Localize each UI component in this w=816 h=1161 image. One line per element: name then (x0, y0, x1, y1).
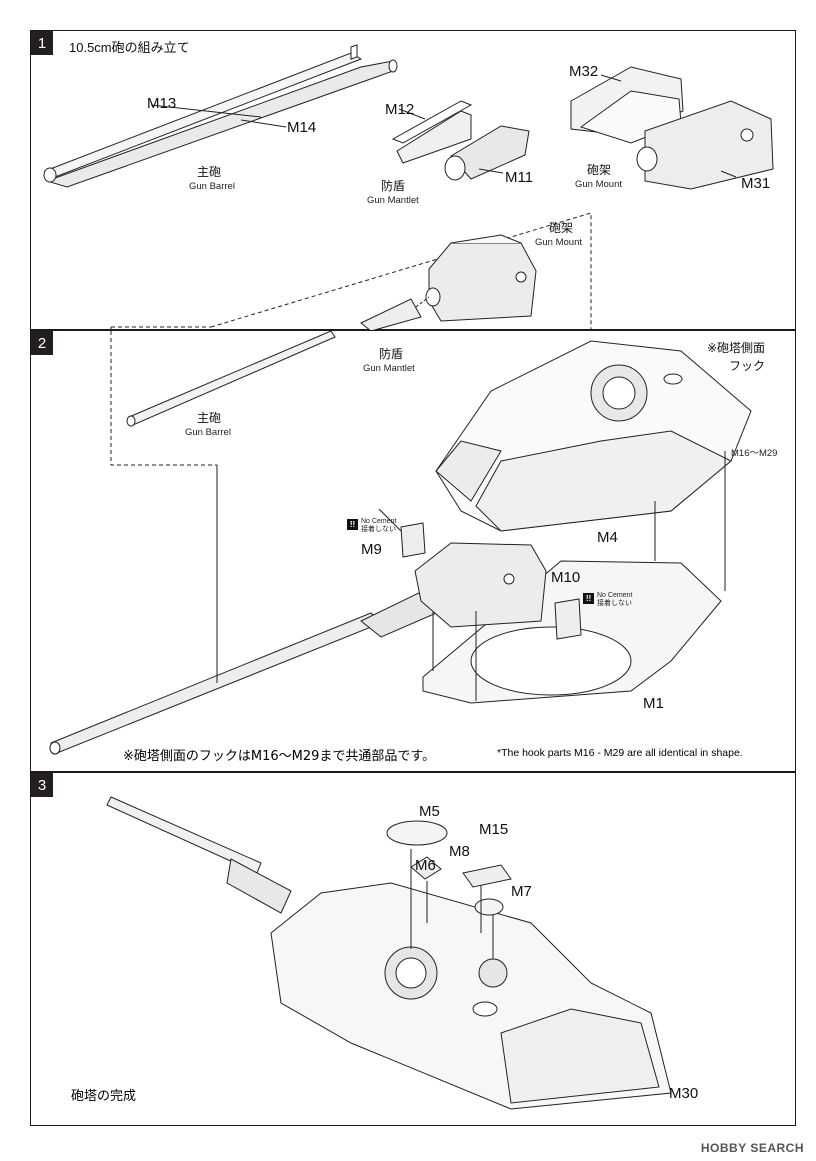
step-1-panel: 1 10.5cm砲の組み立て (30, 30, 796, 331)
part-label-m4: M4 (597, 529, 618, 546)
part-label-m16-m29: M16～M29 (731, 448, 778, 459)
part-label-m14: M14 (287, 119, 317, 136)
no-cement-icon-m9: !! (347, 519, 358, 530)
part-label-m31: M31 (741, 175, 771, 192)
step-3-panel: 3 M5 M15 M8 M6 M7 M30 砲塔の完成 (30, 772, 796, 1126)
mount-label-jp-2: 砲架 (549, 221, 574, 235)
no-cement-jp: 接着しない (597, 600, 632, 607)
hook-note-en: *The hook parts M16 - M29 are all identi… (497, 747, 743, 759)
part-label-m1: M1 (643, 695, 664, 712)
part-label-m10: M10 (551, 569, 581, 586)
gun-barrel-label-en: Gun Barrel (185, 427, 231, 438)
step-number: 3 (31, 773, 53, 797)
part-label-m7: M7 (511, 883, 532, 900)
hook-note-jp: ※砲塔側面のフックはM16～M29まで共通部品です。 (123, 749, 436, 764)
no-cement-en: No Cement (597, 592, 633, 599)
gun-barrel-label-jp: 主砲 (197, 165, 222, 179)
part-label-m13: M13 (147, 95, 177, 112)
no-cement-en: No Cement (361, 518, 397, 525)
gun-barrel-label-en: Gun Barrel (189, 181, 235, 192)
hook-label-line2: フック (729, 359, 766, 373)
step-2-panel: 2 (30, 330, 796, 772)
mount-label-en: Gun Mount (575, 179, 622, 190)
part-label-m6: M6 (415, 857, 436, 874)
step-number: 2 (31, 331, 53, 355)
mantlet-label-en: Gun Mantlet (363, 363, 415, 374)
part-label-m5: M5 (419, 803, 440, 820)
step-2-illustration (49, 331, 752, 755)
part-label-m15: M15 (479, 821, 509, 838)
mantlet-label-jp: 防盾 (381, 179, 406, 193)
part-label-m32: M32 (569, 63, 599, 80)
step-title: 10.5cm砲の組み立て (69, 40, 190, 55)
gun-barrel-label-jp: 主砲 (197, 411, 222, 425)
part-label-m11: M11 (505, 169, 534, 186)
hook-label-line1: ※砲塔側面 (707, 341, 766, 355)
step-number: 1 (31, 31, 53, 55)
step-1-illustration (43, 44, 774, 331)
mount-label-jp: 砲架 (587, 163, 612, 177)
part-label-m12: M12 (385, 101, 415, 118)
mantlet-label-jp: 防盾 (379, 347, 404, 361)
part-label-m8: M8 (449, 843, 470, 860)
part-label-m30: M30 (669, 1085, 699, 1102)
step-3-caption: 砲塔の完成 (71, 1089, 137, 1104)
part-label-m9: M9 (361, 541, 382, 558)
no-cement-icon-m10: !! (583, 593, 594, 604)
mantlet-label-en: Gun Mantlet (367, 195, 419, 206)
watermark: HOBBY SEARCH (700, 1141, 804, 1155)
no-cement-jp: 接着しない (361, 526, 396, 533)
step-3-illustration (106, 796, 672, 1110)
mount-label-en-2: Gun Mount (535, 237, 582, 248)
